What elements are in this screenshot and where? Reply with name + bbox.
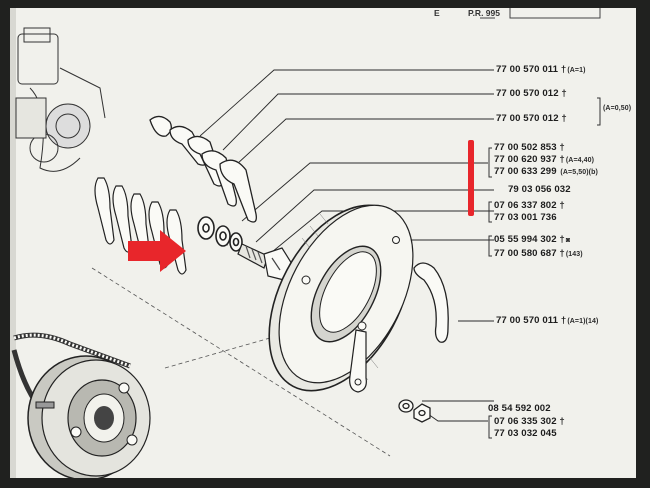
red-arrow-icon (128, 230, 186, 272)
part-label: 79 03 056 032 (508, 184, 571, 195)
bracket-lines (488, 97, 601, 439)
part-label: 77 00 502 853 † (494, 142, 565, 153)
part-label: 77 00 620 937 †(A=4,40) (494, 154, 595, 165)
exploded-diagram (10, 8, 601, 478)
engine-thumbnail (15, 27, 106, 172)
part-label: 77 00 570 011 †(A=1) (496, 64, 586, 75)
nut-washer (398, 399, 431, 423)
page-letter: E (434, 8, 440, 18)
pulley (27, 355, 151, 478)
part-label: 07 06 335 302 † (494, 416, 565, 427)
catalog-page: E P.R. 995 (10, 8, 636, 478)
bracket-note: (A=0,50) (603, 105, 632, 112)
part-label: 77 03 001 736 (494, 212, 557, 223)
part-label: 77 00 570 012 † (496, 88, 567, 99)
washers (197, 216, 243, 252)
part-label: 07 06 337 802 † (494, 200, 565, 211)
backing-disc (268, 204, 414, 393)
spacer-plates-top (149, 115, 257, 223)
part-label: 08 54 592 002 (488, 403, 551, 414)
page-ref: P.R. 995 (468, 8, 500, 18)
leader-lines (199, 69, 494, 422)
part-label: 77 00 570 011 †(A=1)(14) (496, 315, 599, 326)
red-marker-bar (468, 140, 474, 216)
part-label: 77 00 580 687 †(143) (494, 248, 583, 259)
part-label: 77 00 570 012 † (496, 113, 567, 124)
part-label: 77 00 633 299 (A=5,50)(b) (494, 166, 598, 177)
part-label: 77 03 032 045 (494, 428, 557, 439)
right-bracket (413, 262, 449, 343)
part-label: 05 55 994 302 †◙ (494, 234, 571, 245)
